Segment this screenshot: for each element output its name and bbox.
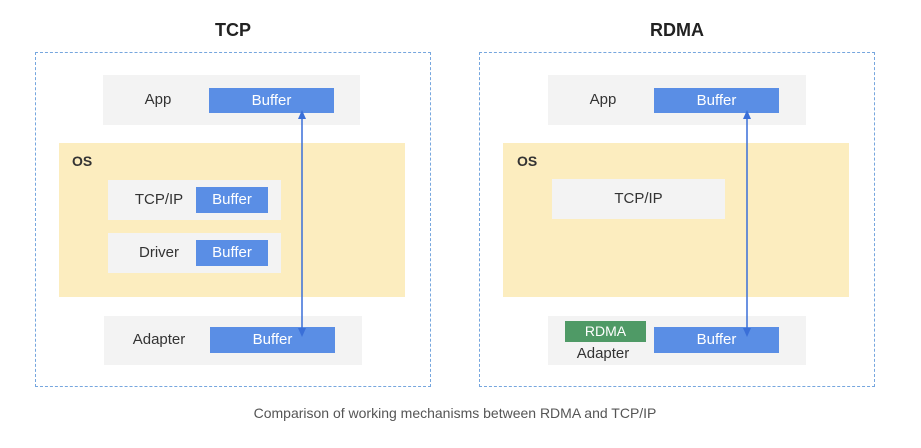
tcp-tcpip-buffer: Buffer: [196, 187, 268, 213]
rdma-adapter-tag: RDMA: [565, 321, 646, 342]
tcp-panel-frame: [35, 52, 431, 387]
rdma-os-box: [503, 143, 849, 297]
tcp-adapter-buffer: Buffer: [210, 327, 335, 353]
tcp-adapter-label: Adapter: [132, 331, 186, 348]
figure-caption: Comparison of working mechanisms between…: [253, 405, 657, 421]
tcp-driver-label: Driver: [139, 244, 179, 261]
rdma-adapter-buffer: Buffer: [654, 327, 779, 353]
tcp-app-label: App: [144, 91, 172, 108]
rdma-panel-title: RDMA: [650, 20, 704, 40]
tcp-driver-buffer: Buffer: [196, 240, 268, 266]
tcp-tcpip-label: TCP/IP: [134, 191, 184, 208]
tcp-app-buffer: Buffer: [209, 88, 334, 113]
rdma-tcpip-label: TCP/IP: [614, 190, 663, 207]
rdma-tcpip-row: [552, 179, 725, 219]
tcp-panel-title: TCP: [215, 20, 251, 40]
rdma-app-buffer: Buffer: [654, 88, 779, 113]
rdma-panel-frame: [479, 52, 875, 387]
rdma-os-label: OS: [517, 153, 538, 169]
tcp-os-label: OS: [72, 153, 93, 169]
rdma-adapter-label: Adapter: [576, 345, 630, 362]
rdma-app-label: App: [589, 91, 617, 108]
